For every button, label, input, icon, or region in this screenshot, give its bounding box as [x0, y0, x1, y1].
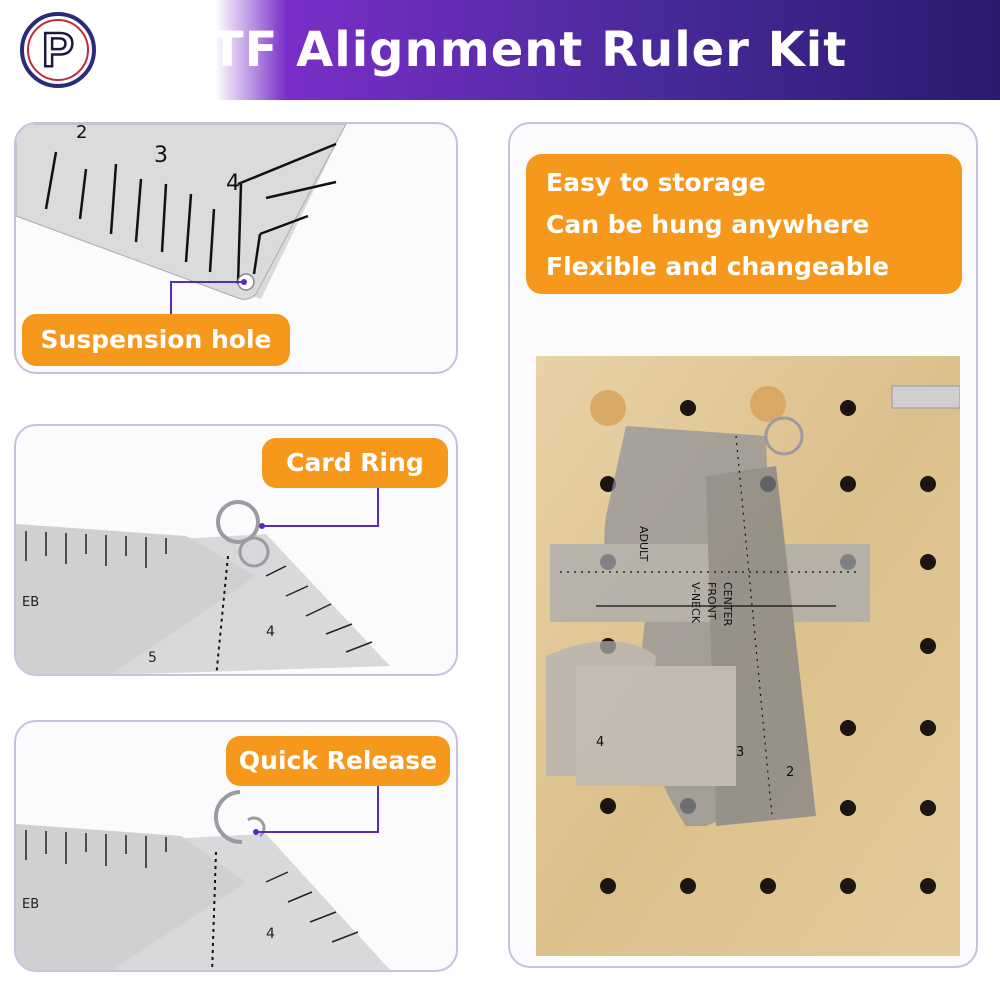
- pointer-line: [262, 486, 379, 527]
- wooden-peg: [750, 386, 786, 422]
- banner-background: [108, 0, 1000, 100]
- pegboard-photo: V-NECK FRONT CENTER ADULT 4 3 2: [536, 356, 960, 956]
- ruler-mark: 4: [266, 926, 275, 942]
- ruler-text: 4: [596, 735, 604, 750]
- suspension-hole-label: Suspension hole: [22, 314, 290, 366]
- ruler-text: 3: [736, 745, 744, 760]
- ruler-mark: 4: [266, 624, 275, 640]
- storage-line-3: Flexible and changeable: [546, 252, 890, 281]
- ruler-text: ADULT: [637, 526, 650, 562]
- logo-letter: P: [42, 24, 74, 77]
- pointer-line: [256, 782, 379, 833]
- split-ring: [214, 790, 243, 845]
- ruler-number: 2: [76, 124, 87, 143]
- wooden-peg: [590, 390, 626, 426]
- brand-logo: P: [12, 8, 104, 92]
- card-ring-photo: EB 4 5: [16, 486, 390, 674]
- storage-benefits-box: Easy to storage Can be hung anywhere Fle…: [526, 154, 962, 294]
- storage-line-1: Easy to storage: [546, 168, 766, 197]
- hanging-rulers: [546, 426, 870, 826]
- ruler-text: V-NECK: [689, 582, 702, 624]
- storage-line-2: Can be hung anywhere: [546, 210, 870, 239]
- ruler-number: 4: [226, 171, 240, 196]
- card-ring: [216, 500, 260, 544]
- ruler-corner-photo: 3 4 2: [16, 124, 347, 322]
- header-banner: P DTF Alignment Ruler Kit: [0, 0, 1000, 100]
- pointer-line: [170, 281, 244, 322]
- card-ring-label: Card Ring: [262, 438, 448, 488]
- quick-release-card: EB 4 Quick Release: [14, 720, 458, 972]
- ruler-number: 3: [154, 143, 168, 168]
- ruler-mark: EB: [22, 897, 39, 912]
- quick-release-label: Quick Release: [226, 736, 450, 786]
- ruler-text: FRONT: [705, 582, 718, 620]
- storage-card: Easy to storage Can be hung anywhere Fle…: [508, 122, 978, 968]
- ruler-mark: 5: [148, 650, 157, 666]
- ruler-text: CENTER: [721, 582, 734, 627]
- ruler-mark: EB: [22, 595, 39, 610]
- suspension-hole-card: 3 4 2 Suspension hole: [14, 122, 458, 374]
- card-ring-card: EB 4 5 Card Ring: [14, 424, 458, 676]
- quick-release-photo: EB 4: [16, 782, 390, 970]
- ruler-text: 2: [786, 765, 794, 780]
- page-title: DTF Alignment Ruler Kit: [170, 22, 848, 78]
